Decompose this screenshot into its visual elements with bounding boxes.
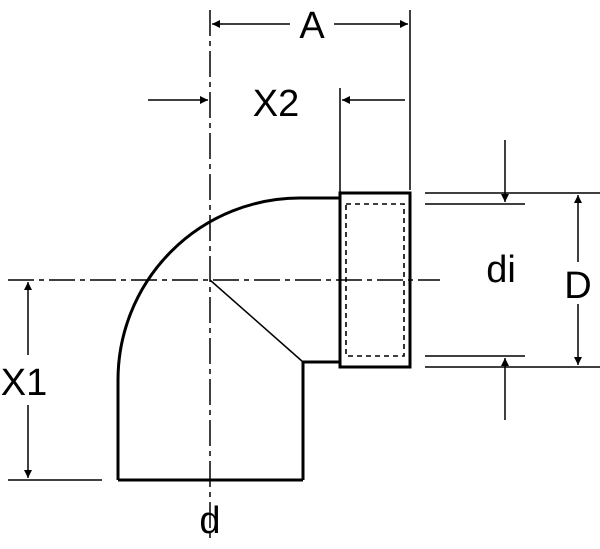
label-d: d: [199, 500, 220, 542]
label-X1: X1: [1, 362, 47, 404]
label-A: A: [299, 5, 325, 47]
elbow-body-outline: [116, 196, 340, 480]
label-D: D: [564, 265, 591, 307]
label-di: di: [486, 249, 516, 291]
elbow-inner-outline: [301, 360, 340, 480]
elbow-miter-line: [209, 279, 304, 363]
label-X2: X2: [253, 83, 299, 125]
